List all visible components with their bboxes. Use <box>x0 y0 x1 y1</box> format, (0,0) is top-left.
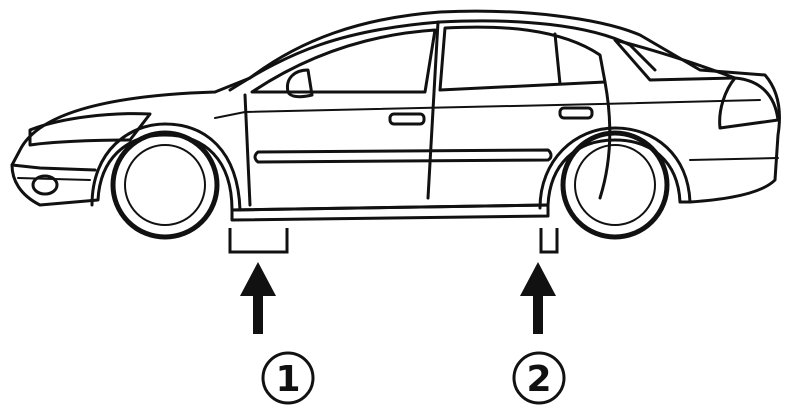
rear-wheel <box>560 130 670 240</box>
marker-2: 2 <box>512 351 566 405</box>
arrow-up-icon <box>240 262 276 334</box>
side-mirror <box>285 68 314 99</box>
rear-door-line <box>598 80 612 200</box>
front-wheel <box>110 130 220 240</box>
side-moulding <box>253 148 553 164</box>
marker-2-label: 2 <box>526 359 551 400</box>
b-pillar-line <box>426 20 440 200</box>
window-frame-outline <box>228 19 657 92</box>
rear-wheel-arch <box>538 126 692 210</box>
marker-1: 1 <box>261 351 315 405</box>
front-window <box>250 28 437 94</box>
front-door-line <box>243 93 252 207</box>
jack-point-bracket-2 <box>539 228 559 254</box>
front-grille-line <box>17 177 91 181</box>
front-wheel-arch <box>90 122 242 212</box>
rear-door-handle <box>558 106 594 120</box>
marker-1-label: 1 <box>275 359 300 400</box>
body-crease <box>214 99 761 119</box>
rear-window-divider <box>553 32 562 86</box>
tail-light <box>718 76 780 130</box>
side-sill <box>230 203 550 222</box>
headlight <box>28 112 152 147</box>
rear-bumper <box>689 157 779 161</box>
rear-window <box>438 25 607 92</box>
car-illustration <box>10 9 781 222</box>
fog-light <box>31 174 59 196</box>
front-door-handle <box>388 112 426 126</box>
jack-point-bracket-1 <box>228 228 289 254</box>
arrow-up-icon <box>520 262 556 334</box>
front-bumper <box>10 163 97 172</box>
rear-quarter-glass <box>613 38 737 82</box>
